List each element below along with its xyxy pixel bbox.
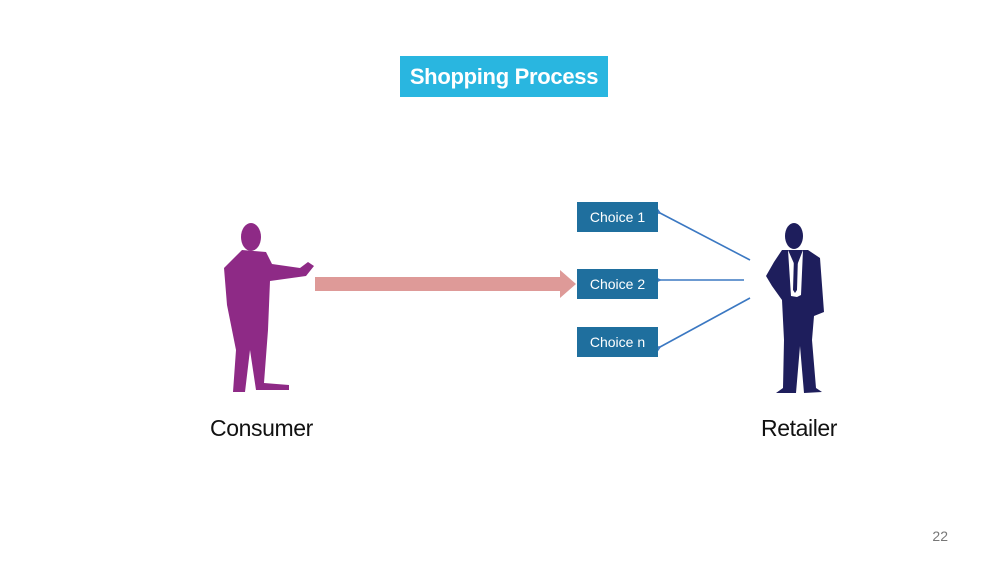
choice-box-2: Choice 2 [577, 269, 658, 299]
page-number: 22 [932, 528, 948, 544]
slide-title: Shopping Process [400, 56, 608, 97]
consumer-figure-icon [224, 223, 314, 392]
choice-box-1: Choice 1 [577, 202, 658, 232]
consumer-label: Consumer [210, 414, 313, 441]
retailer-figure-icon [766, 223, 824, 393]
arrow-to-choice-n [660, 297, 751, 347]
choice-box-n: Choice n [577, 327, 658, 357]
arrow-to-choice-1 [660, 213, 751, 261]
retailer-label: Retailer [761, 414, 838, 441]
main-arrow [315, 270, 576, 298]
